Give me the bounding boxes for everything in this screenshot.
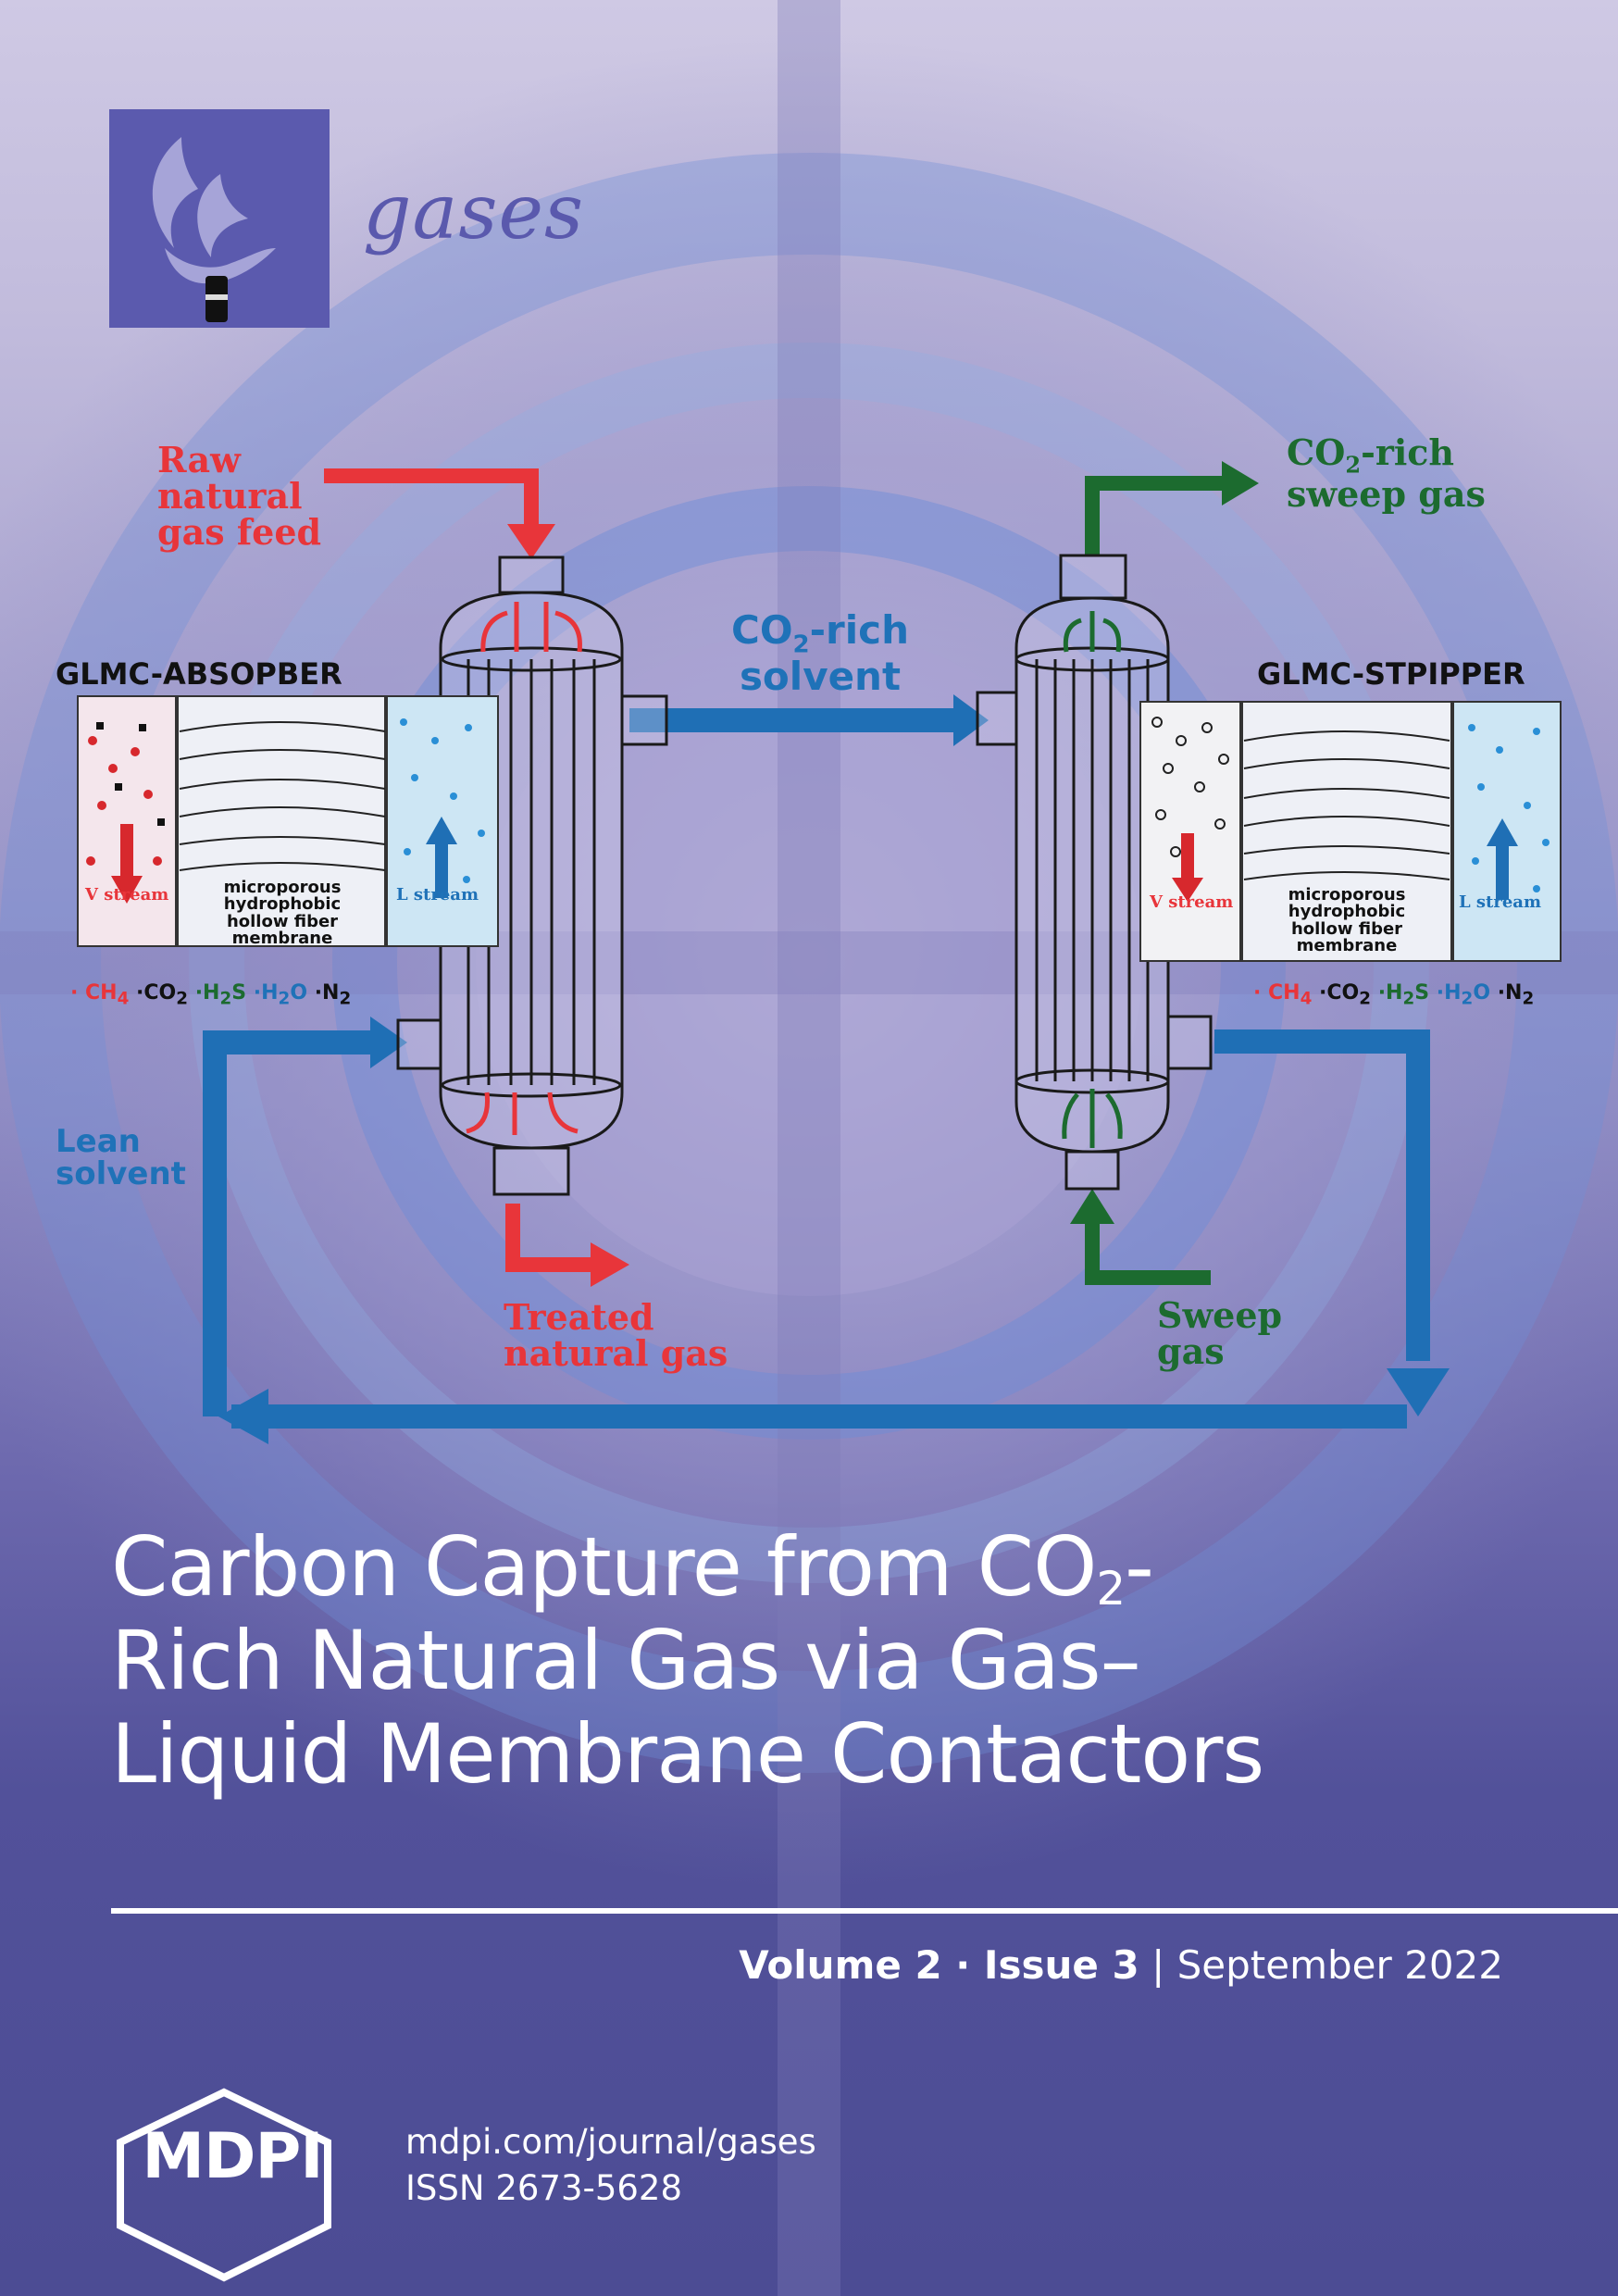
journal-url[interactable]: mdpi.com/journal/gases: [405, 2122, 816, 2162]
stripper-v-stream-label: V stream: [1150, 892, 1234, 912]
absorber-title: GLMC-ABSOPBER: [56, 656, 342, 692]
journal-name: gases: [363, 168, 585, 256]
raw-feed-label: Raw natural gas feed: [157, 439, 322, 553]
lean-solvent-loop: [203, 708, 1430, 1429]
sweep-gas-arrow: [1070, 1189, 1211, 1285]
stripper-title: GLMC-STPIPPER: [1257, 656, 1525, 692]
co2-sweep-arrow: [1085, 461, 1259, 555]
stripper-inset: [1139, 701, 1562, 962]
flame-icon: [152, 137, 276, 284]
volume-label: Volume 2: [739, 1942, 942, 1988]
journal-issn: ISSN 2673-5628: [405, 2168, 682, 2208]
raw-feed-arrow: [324, 468, 555, 559]
mdpi-logo-text: MDPI: [142, 2120, 323, 2193]
stripper-column: [976, 554, 1213, 1191]
absorber-l-stream-label: L stream: [396, 885, 479, 905]
stripper-flow-arrows: [1062, 611, 1123, 1148]
absorber-flow-arrows: [466, 602, 582, 1135]
journal-logo-box: [109, 109, 330, 328]
co2-rich-sweep-label: CO2-rich sweep gas: [1287, 431, 1486, 516]
hexagon-icon: [117, 2088, 331, 2282]
stripper-l-stream-label: L stream: [1459, 892, 1542, 912]
issue-label: Issue 3: [983, 1942, 1139, 1988]
absorber-inset: [77, 695, 499, 947]
treated-gas-label: Treated natural gas: [504, 1296, 728, 1374]
lean-solvent-label: Lean solvent: [56, 1123, 186, 1192]
article-title: Carbon Capture from CO2- Rich Natural Ga…: [111, 1519, 1264, 1803]
absorber-species-legend: · CH4 ·CO2 ·H2S ·H2O ·N2: [70, 981, 352, 1009]
treated-gas-arrow: [505, 1204, 629, 1287]
absorber-v-stream-label: V stream: [85, 885, 169, 905]
issue-info: Volume 2 · Issue 3 | September 2022: [739, 1942, 1503, 1988]
stripper-species-legend: · CH4 ·CO2 ·H2S ·H2O ·N2: [1253, 981, 1535, 1009]
issue-date: September 2022: [1176, 1942, 1503, 1988]
flow-arrowheads: [218, 694, 1450, 1444]
co2-rich-solvent-label: CO2-rich solvent: [731, 607, 909, 699]
title-divider: [111, 1908, 1618, 1914]
absorber-membrane-label: microporous hydrophobic hollow fiber mem…: [223, 878, 342, 949]
sweep-gas-label: Sweep gas: [1157, 1294, 1283, 1372]
stripper-membrane-label: microporous hydrophobic hollow fiber mem…: [1288, 885, 1406, 956]
